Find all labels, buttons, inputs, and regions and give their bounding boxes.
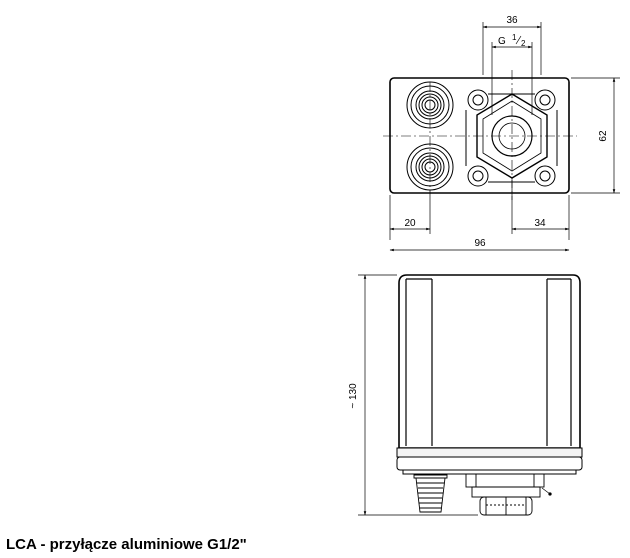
fitting-plate (465, 89, 558, 187)
pressure-connection (465, 473, 552, 516)
dim-36 (482, 22, 542, 75)
dim-20-label: 20 (404, 218, 416, 229)
dim-62 (571, 77, 620, 194)
dim-36-label: 36 (506, 15, 518, 26)
dim-130 (358, 274, 478, 516)
dim-thread-label: G (498, 36, 506, 47)
housing-outline-top (389, 77, 570, 194)
dim-96-label: 96 (474, 238, 486, 249)
terminal-upper (406, 81, 454, 129)
dim-130-label: ~ 130 (348, 383, 359, 409)
dim-thread-num: 1 (512, 33, 517, 42)
side-view (358, 274, 583, 516)
cable-gland (413, 474, 448, 513)
top-view (383, 22, 620, 252)
base-plate (396, 447, 583, 458)
housing-outline-side (398, 274, 581, 449)
dim-62-label: 62 (598, 130, 609, 142)
dim-g-half (491, 42, 533, 115)
thread-bore (491, 115, 533, 157)
dim-34-label: 34 (534, 218, 546, 229)
drawing-caption: LCA - przyłącze aluminiowe G1/2" (6, 536, 247, 553)
thread-fraction-slash (515, 35, 522, 45)
dim-thread-den: 2 (521, 39, 526, 48)
dim-bottom (389, 180, 570, 252)
housing-ribs (405, 278, 572, 446)
hex-nut (476, 93, 548, 179)
